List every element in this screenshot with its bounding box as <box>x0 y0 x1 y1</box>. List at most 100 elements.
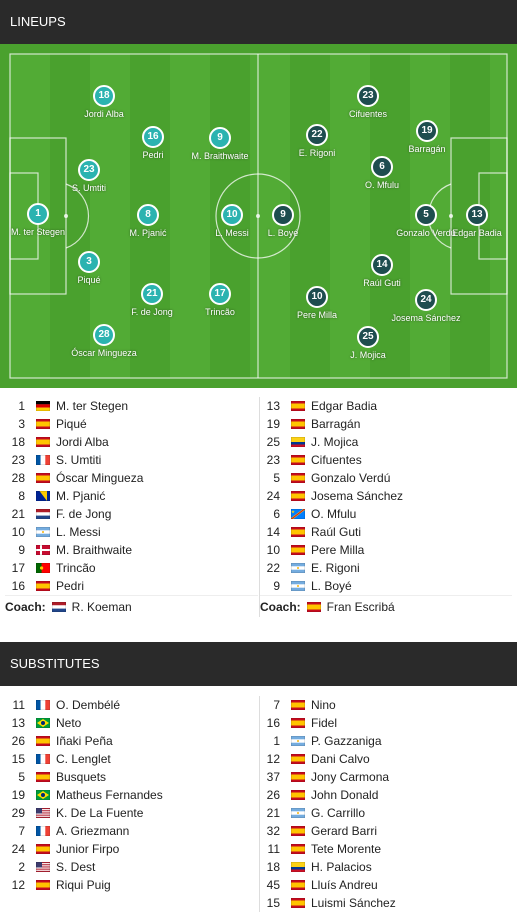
argentina-flag-icon <box>36 525 56 539</box>
coach-row: Coach:Fran Escribá <box>260 595 512 617</box>
player-name: C. Lenglet <box>56 752 111 766</box>
bosnia-flag-icon <box>36 489 56 503</box>
shirt-number: 24 <box>266 489 280 503</box>
coach-name[interactable]: Fran Escribá <box>326 600 395 614</box>
shirt-number: 45 <box>266 878 280 892</box>
list-item[interactable]: 9 M. Braithwaite <box>5 541 258 559</box>
player-number-badge: 9 <box>209 127 231 149</box>
spain-flag-icon <box>291 716 311 730</box>
spain-flag-icon <box>291 752 311 766</box>
shirt-number: 9 <box>18 543 25 557</box>
player-name: Jordi Alba <box>56 435 109 449</box>
shirt-number: 10 <box>11 525 25 539</box>
shirt-number: 13 <box>11 716 25 730</box>
player-name: M. Braithwaite <box>191 151 249 161</box>
shirt-number: 7 <box>273 698 280 712</box>
pitch-player-home[interactable]: 9 M. Braithwaite <box>180 127 260 161</box>
france-flag-icon <box>36 453 56 467</box>
player-name: Luismi Sánchez <box>311 896 396 910</box>
spain-flag-icon <box>291 525 311 539</box>
shirt-number: 7 <box>18 824 25 838</box>
player-name: H. Palacios <box>311 860 372 874</box>
player-name: Fidel <box>311 716 338 730</box>
player-name: L. Boyé <box>311 579 352 593</box>
spain-flag-icon <box>291 896 311 910</box>
shirt-number: 12 <box>266 752 280 766</box>
player-name: L. Messi <box>215 228 249 238</box>
player-name: M. ter Stegen <box>10 227 66 237</box>
player-number-badge: 1 <box>27 203 49 225</box>
coach-name[interactable]: R. Koeman <box>71 600 132 614</box>
spain-flag-icon <box>291 770 311 784</box>
player-name: Raúl Guti <box>311 525 362 539</box>
player-name: M. Braithwaite <box>56 543 133 557</box>
pitch-player-home[interactable]: 1 M. ter Stegen <box>0 203 78 237</box>
spain-flag-icon <box>306 600 327 614</box>
